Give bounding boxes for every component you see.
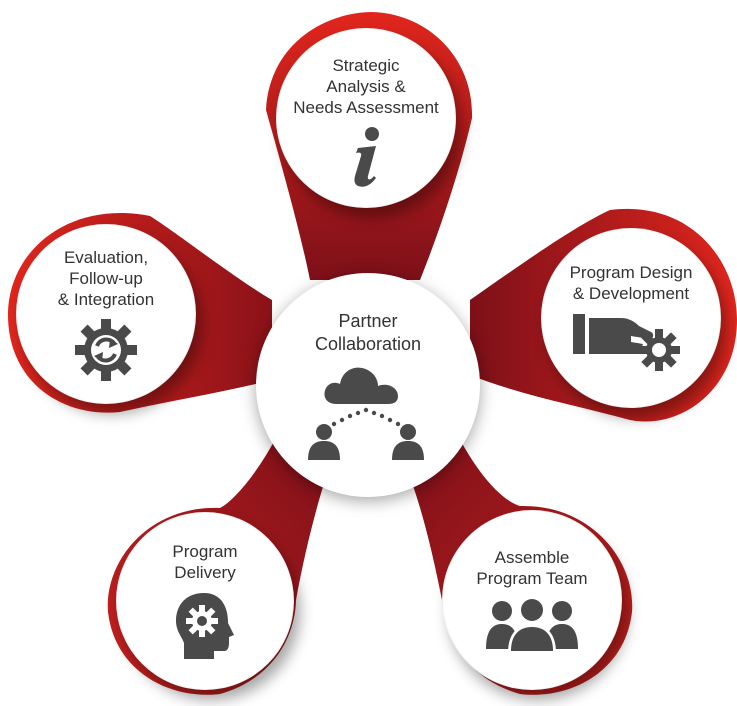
node-partner-collaboration-label: Partner Collaboration <box>314 311 422 354</box>
team-icon <box>486 597 578 653</box>
node-program-delivery: Program Delivery <box>116 512 294 690</box>
node-partner-collaboration: Partner Collaboration <box>256 273 480 497</box>
node-program-design: Program Design & Development <box>541 228 721 408</box>
node-program-delivery-label: Program Delivery <box>172 542 238 582</box>
node-evaluation-label: Evaluation, Follow-up & Integration <box>57 247 155 309</box>
hand-gear-icon <box>573 314 680 371</box>
node-strategic-analysis: Strategic Analysis & Needs Assessment <box>276 28 456 208</box>
person-right-icon <box>392 424 424 460</box>
node-program-design-label: Program Design & Development <box>569 263 693 303</box>
node-assemble-team-label: Assemble Program Team <box>476 548 588 588</box>
node-assemble-team: Assemble Program Team <box>442 510 622 690</box>
info-icon <box>354 126 379 187</box>
head-gear-icon <box>176 593 234 659</box>
person-left-icon <box>308 424 340 460</box>
cycle-gear-icon <box>75 318 137 381</box>
node-evaluation: Evaluation, Follow-up & Integration <box>16 224 196 404</box>
cloud-icon <box>324 367 398 404</box>
connection-dots <box>331 407 401 427</box>
cloud-network-people-icon <box>308 367 424 460</box>
node-strategic-analysis-label: Strategic Analysis & Needs Assessment <box>293 55 439 117</box>
